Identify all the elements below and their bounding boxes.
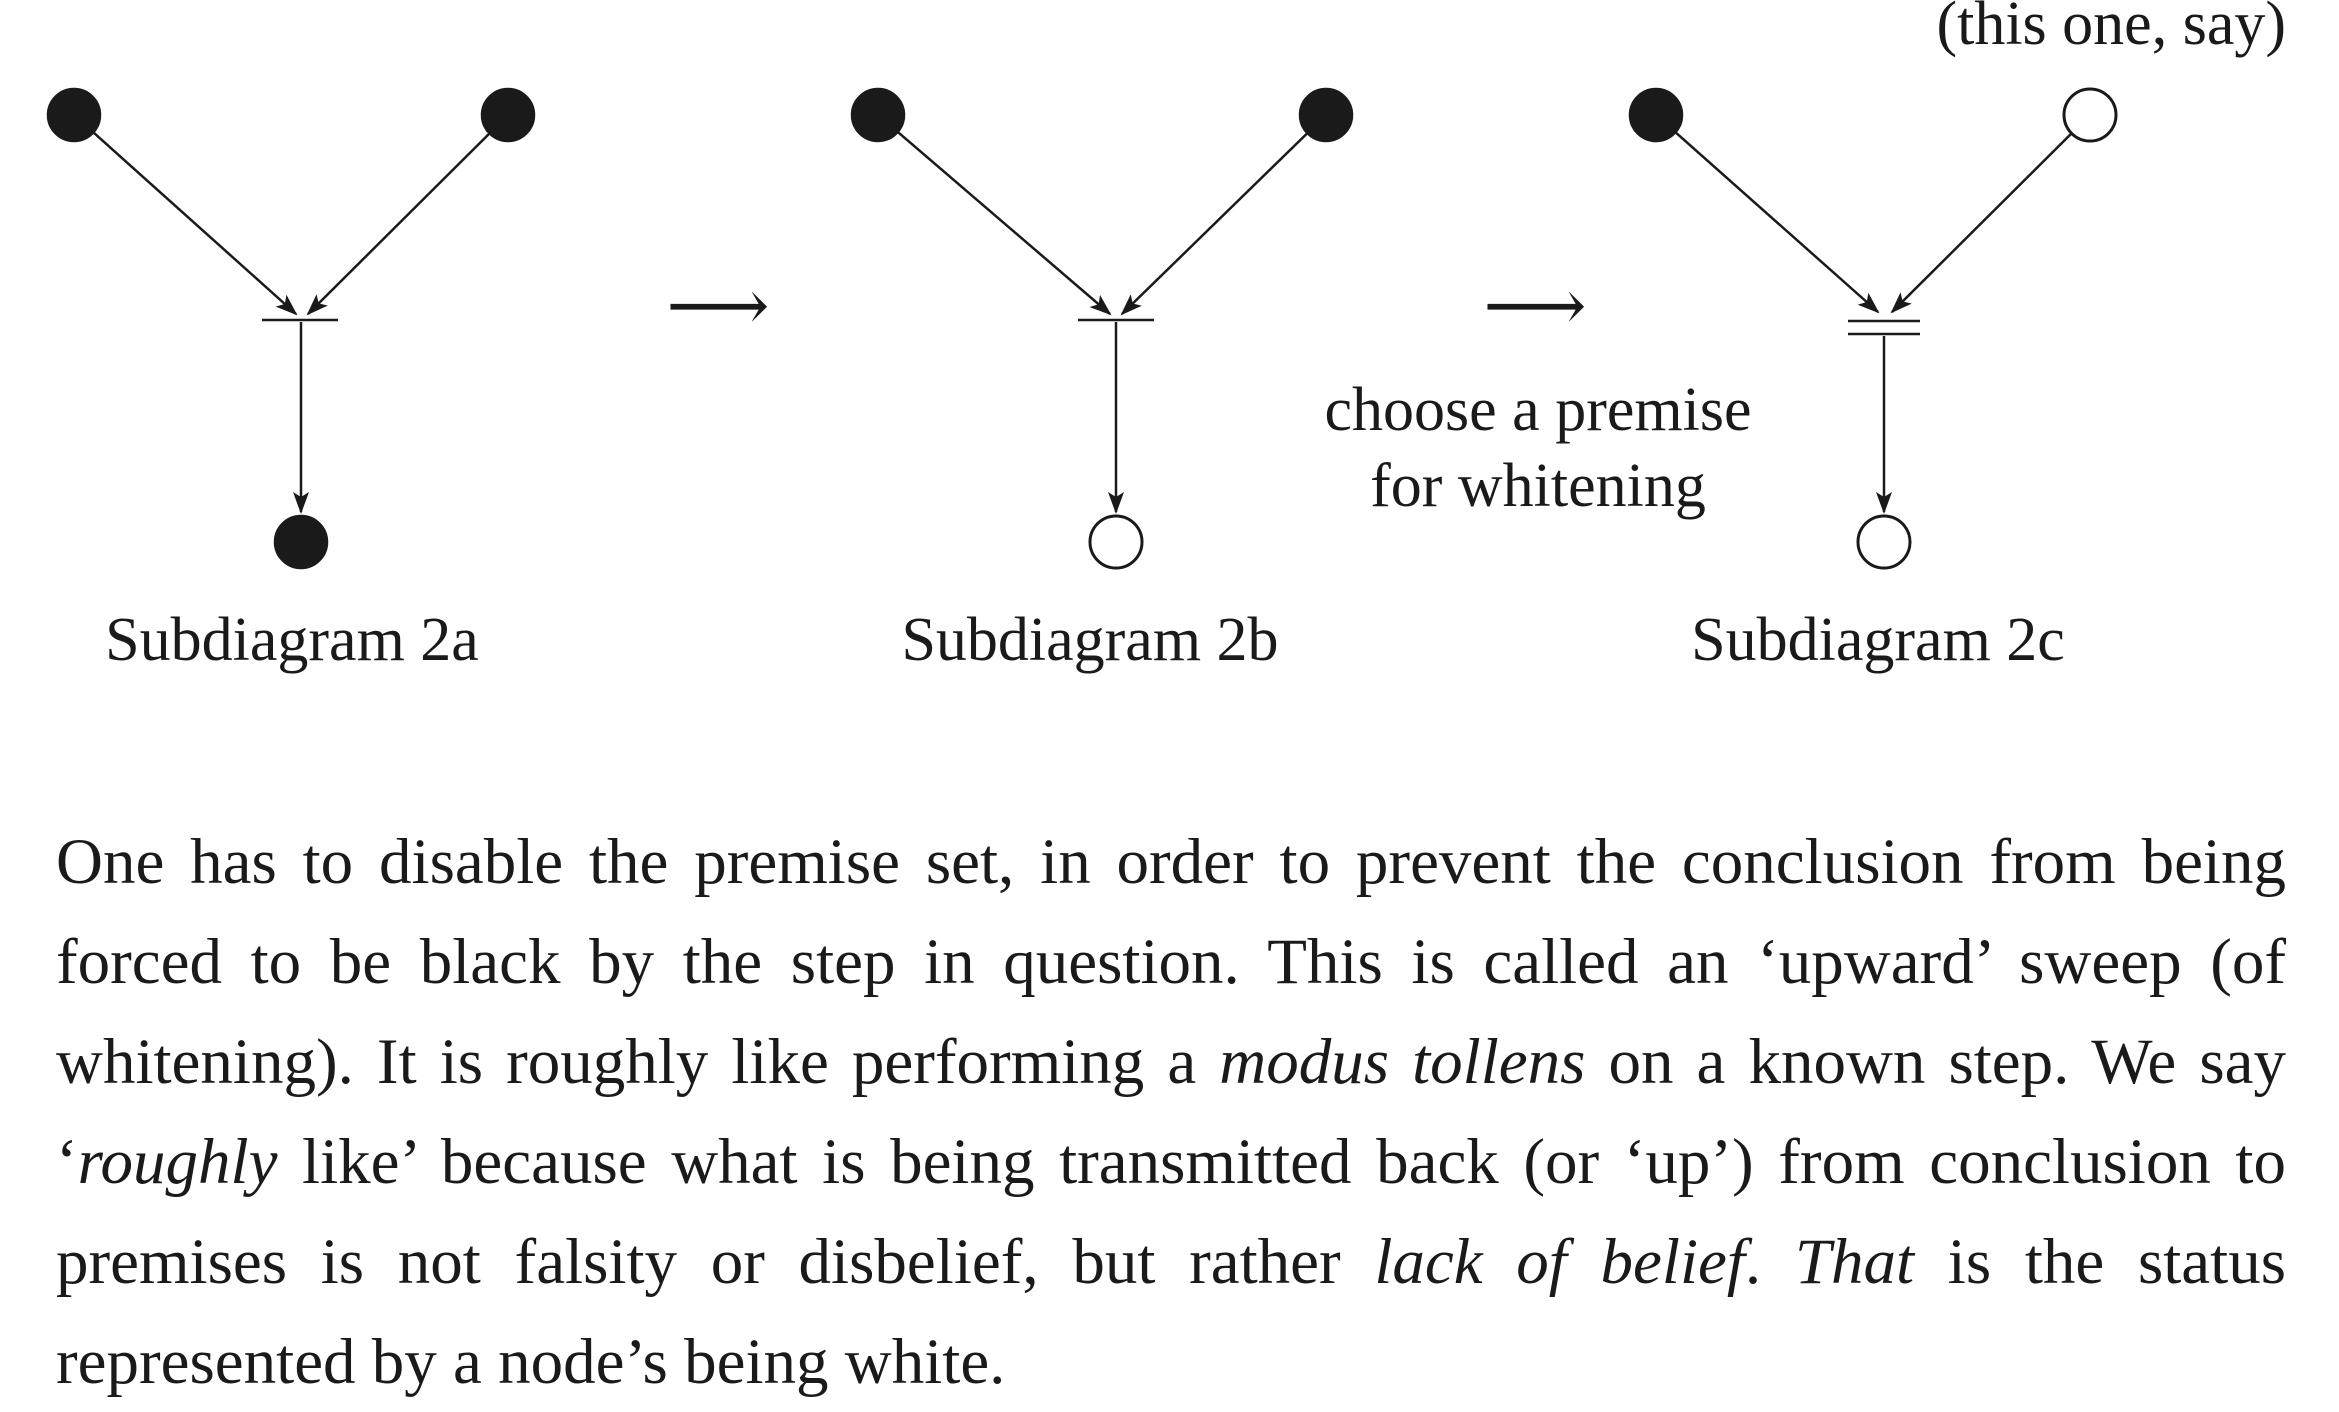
paragraph-text: .	[1744, 1226, 1795, 1298]
premise-node-left	[850, 87, 906, 143]
emphasis-roughly: roughly	[77, 1126, 278, 1198]
transition-arrow: ⟶	[666, 266, 769, 346]
subdiagram-caption: Subdiagram 2a	[105, 606, 479, 674]
body-paragraph: One has to disable the premise set, in o…	[56, 812, 2286, 1412]
premise-node-left	[1628, 87, 1684, 143]
emphasis-modus-tollens: modus tollens	[1219, 1026, 1586, 1098]
edge-left-premise	[877, 114, 1112, 316]
premise-pointer-note: (this one, say)	[1936, 0, 2286, 58]
whitening-note-line1: choose a premise	[1325, 376, 1752, 444]
emphasis-that: That	[1794, 1226, 1915, 1298]
premise-node-left	[46, 87, 102, 143]
paragraph-text: on a known step. We say ‘	[56, 1026, 2286, 1198]
emphasis-lack-of-belief: lack of belief	[1374, 1226, 1745, 1298]
edge-left-premise	[1655, 114, 1880, 314]
whitening-note-line2: for whitening	[1370, 452, 1706, 520]
conclusion-node	[1088, 514, 1144, 570]
paragraph-text: like’ because what is being transmitted …	[56, 1126, 2286, 1298]
subdiagram-2b: Subdiagram 2b	[850, 87, 1354, 674]
conclusion-node	[273, 514, 329, 570]
subdiagram-2c: (this one, say) Subdiagram 2c	[1628, 0, 2286, 674]
edge-right-premise	[1890, 114, 2091, 314]
transition-arrow: ⟶	[1483, 266, 1586, 346]
subdiagram-caption: Subdiagram 2c	[1691, 606, 2065, 674]
premise-node-right	[1298, 87, 1354, 143]
figure-diagram: Subdiagram 2a ⟶ Subdiagram 2b ⟶ choose a…	[46, 0, 2286, 674]
paragraph-text: One has to disable the premise set, in o…	[56, 826, 2286, 1098]
edge-right-premise	[1120, 114, 1327, 316]
edge-left-premise	[73, 114, 298, 316]
subdiagram-caption: Subdiagram 2b	[901, 606, 1278, 674]
premise-node-right	[480, 87, 536, 143]
premise-node-right	[2062, 87, 2118, 143]
subdiagram-2a: Subdiagram 2a	[46, 87, 536, 674]
paragraph-text: is the status represented by a node’s be…	[56, 1226, 2287, 1398]
conclusion-node	[1856, 514, 1912, 570]
edge-right-premise	[306, 114, 509, 316]
